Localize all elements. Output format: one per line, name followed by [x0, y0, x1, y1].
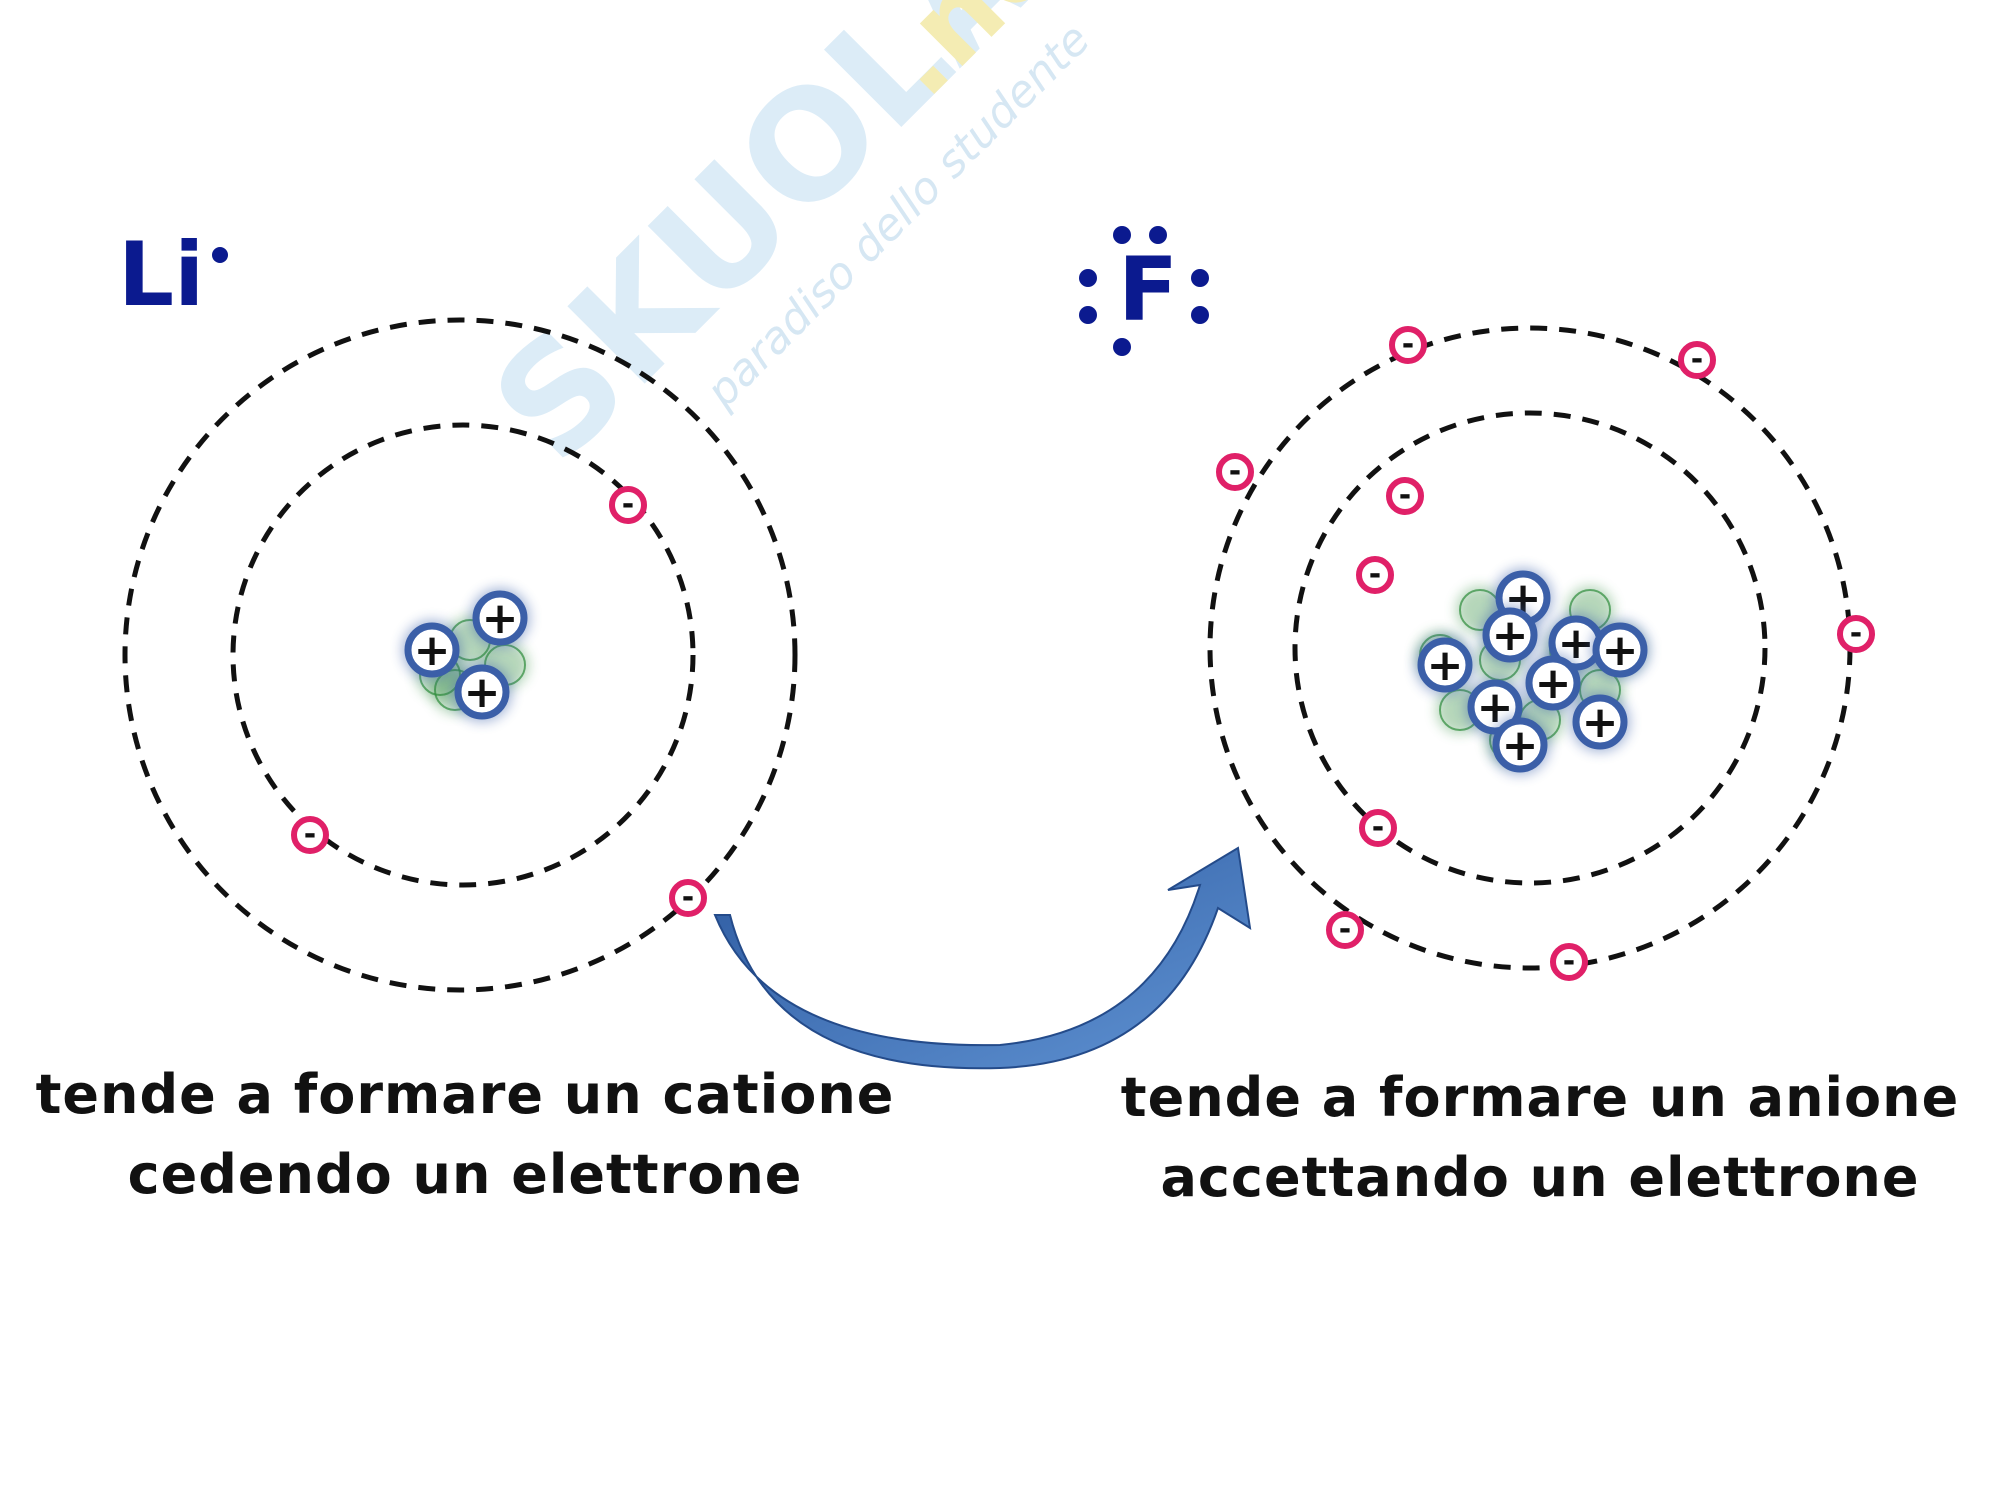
electron-charge: -	[622, 487, 634, 522]
electron-charge: -	[1850, 616, 1862, 651]
electron-charge: -	[1402, 327, 1414, 362]
proton-charge: +	[482, 593, 519, 644]
electron-charge: -	[1691, 342, 1703, 377]
proton: +	[1523, 653, 1583, 713]
lithium-atom: + + + - - - Li	[118, 223, 798, 993]
fluorine-caption: tende a formare un anione accettando un …	[1100, 1058, 1980, 1218]
lewis-dot	[1191, 269, 1209, 287]
lithium-symbol: Li	[118, 223, 204, 326]
lithium-caption-line2: cedendo un elettrone	[127, 1143, 803, 1206]
lewis-dot	[1191, 306, 1209, 324]
electron: -	[1386, 477, 1424, 515]
lithium-outer-orbit	[122, 317, 798, 993]
lithium-nucleus: + + +	[402, 588, 530, 722]
proton-charge: +	[1582, 697, 1619, 748]
proton-charge: +	[1502, 720, 1539, 771]
proton-charge: +	[1427, 640, 1464, 691]
lewis-dot	[1149, 226, 1167, 244]
lewis-dot	[1079, 306, 1097, 324]
fluorine-electrons: - - - - - - - - -	[1216, 326, 1875, 981]
proton: +	[470, 588, 530, 648]
electron-charge: -	[1229, 454, 1241, 489]
fluorine-symbol: F	[1118, 238, 1178, 341]
fluorine-inner-orbit	[1292, 410, 1768, 886]
proton-charge: +	[1602, 625, 1639, 676]
electron-charge: -	[1399, 478, 1411, 513]
proton: +	[1415, 635, 1475, 695]
fluorine-caption-line1: tende a formare un anione	[1120, 1066, 1960, 1129]
fluorine-atom: +++++++++ - - - - - - - - - F	[1079, 226, 1875, 981]
electron: -	[1837, 615, 1875, 653]
fluorine-caption-line2: accettando un elettrone	[1160, 1146, 1920, 1209]
proton: +	[1570, 692, 1630, 752]
lewis-dot	[1079, 269, 1097, 287]
electron: -	[1359, 809, 1397, 847]
proton-charge: +	[1492, 610, 1529, 661]
proton: +	[1490, 715, 1550, 775]
electron-charge: -	[682, 880, 694, 915]
lithium-inner-orbit	[230, 422, 696, 888]
proton-charge: +	[1535, 658, 1572, 709]
proton: +	[452, 662, 512, 722]
electron-charge: -	[304, 817, 316, 852]
proton: +	[402, 620, 462, 680]
electron-transfer-arrow	[713, 846, 1252, 1070]
electron: -	[609, 486, 647, 524]
electron: -	[1389, 326, 1427, 364]
electron-charge: -	[1372, 810, 1384, 845]
electron: -	[1356, 556, 1394, 594]
lewis-dot	[1113, 338, 1131, 356]
fluorine-nucleus: +++++++++	[1415, 568, 1650, 775]
proton-charge: +	[414, 625, 451, 676]
proton: +	[1590, 620, 1650, 680]
electron: -	[1326, 911, 1364, 949]
lithium-caption: tende a formare un catione cedendo un el…	[0, 1055, 930, 1215]
lewis-dot	[1113, 226, 1131, 244]
electron: -	[1550, 943, 1588, 981]
lithium-electrons: - - -	[291, 486, 707, 917]
proton: +	[1480, 605, 1540, 665]
electron-charge: -	[1563, 944, 1575, 979]
electron-charge: -	[1369, 557, 1381, 592]
lithium-caption-line1: tende a formare un catione	[35, 1063, 895, 1126]
electron: -	[1216, 453, 1254, 491]
fluorine-lewis-dots	[1079, 226, 1209, 356]
electron: -	[1678, 341, 1716, 379]
electron: -	[669, 879, 707, 917]
proton-charge: +	[464, 667, 501, 718]
electron: -	[291, 816, 329, 854]
lithium-valence-dot	[212, 247, 228, 263]
electron-charge: -	[1339, 912, 1351, 947]
